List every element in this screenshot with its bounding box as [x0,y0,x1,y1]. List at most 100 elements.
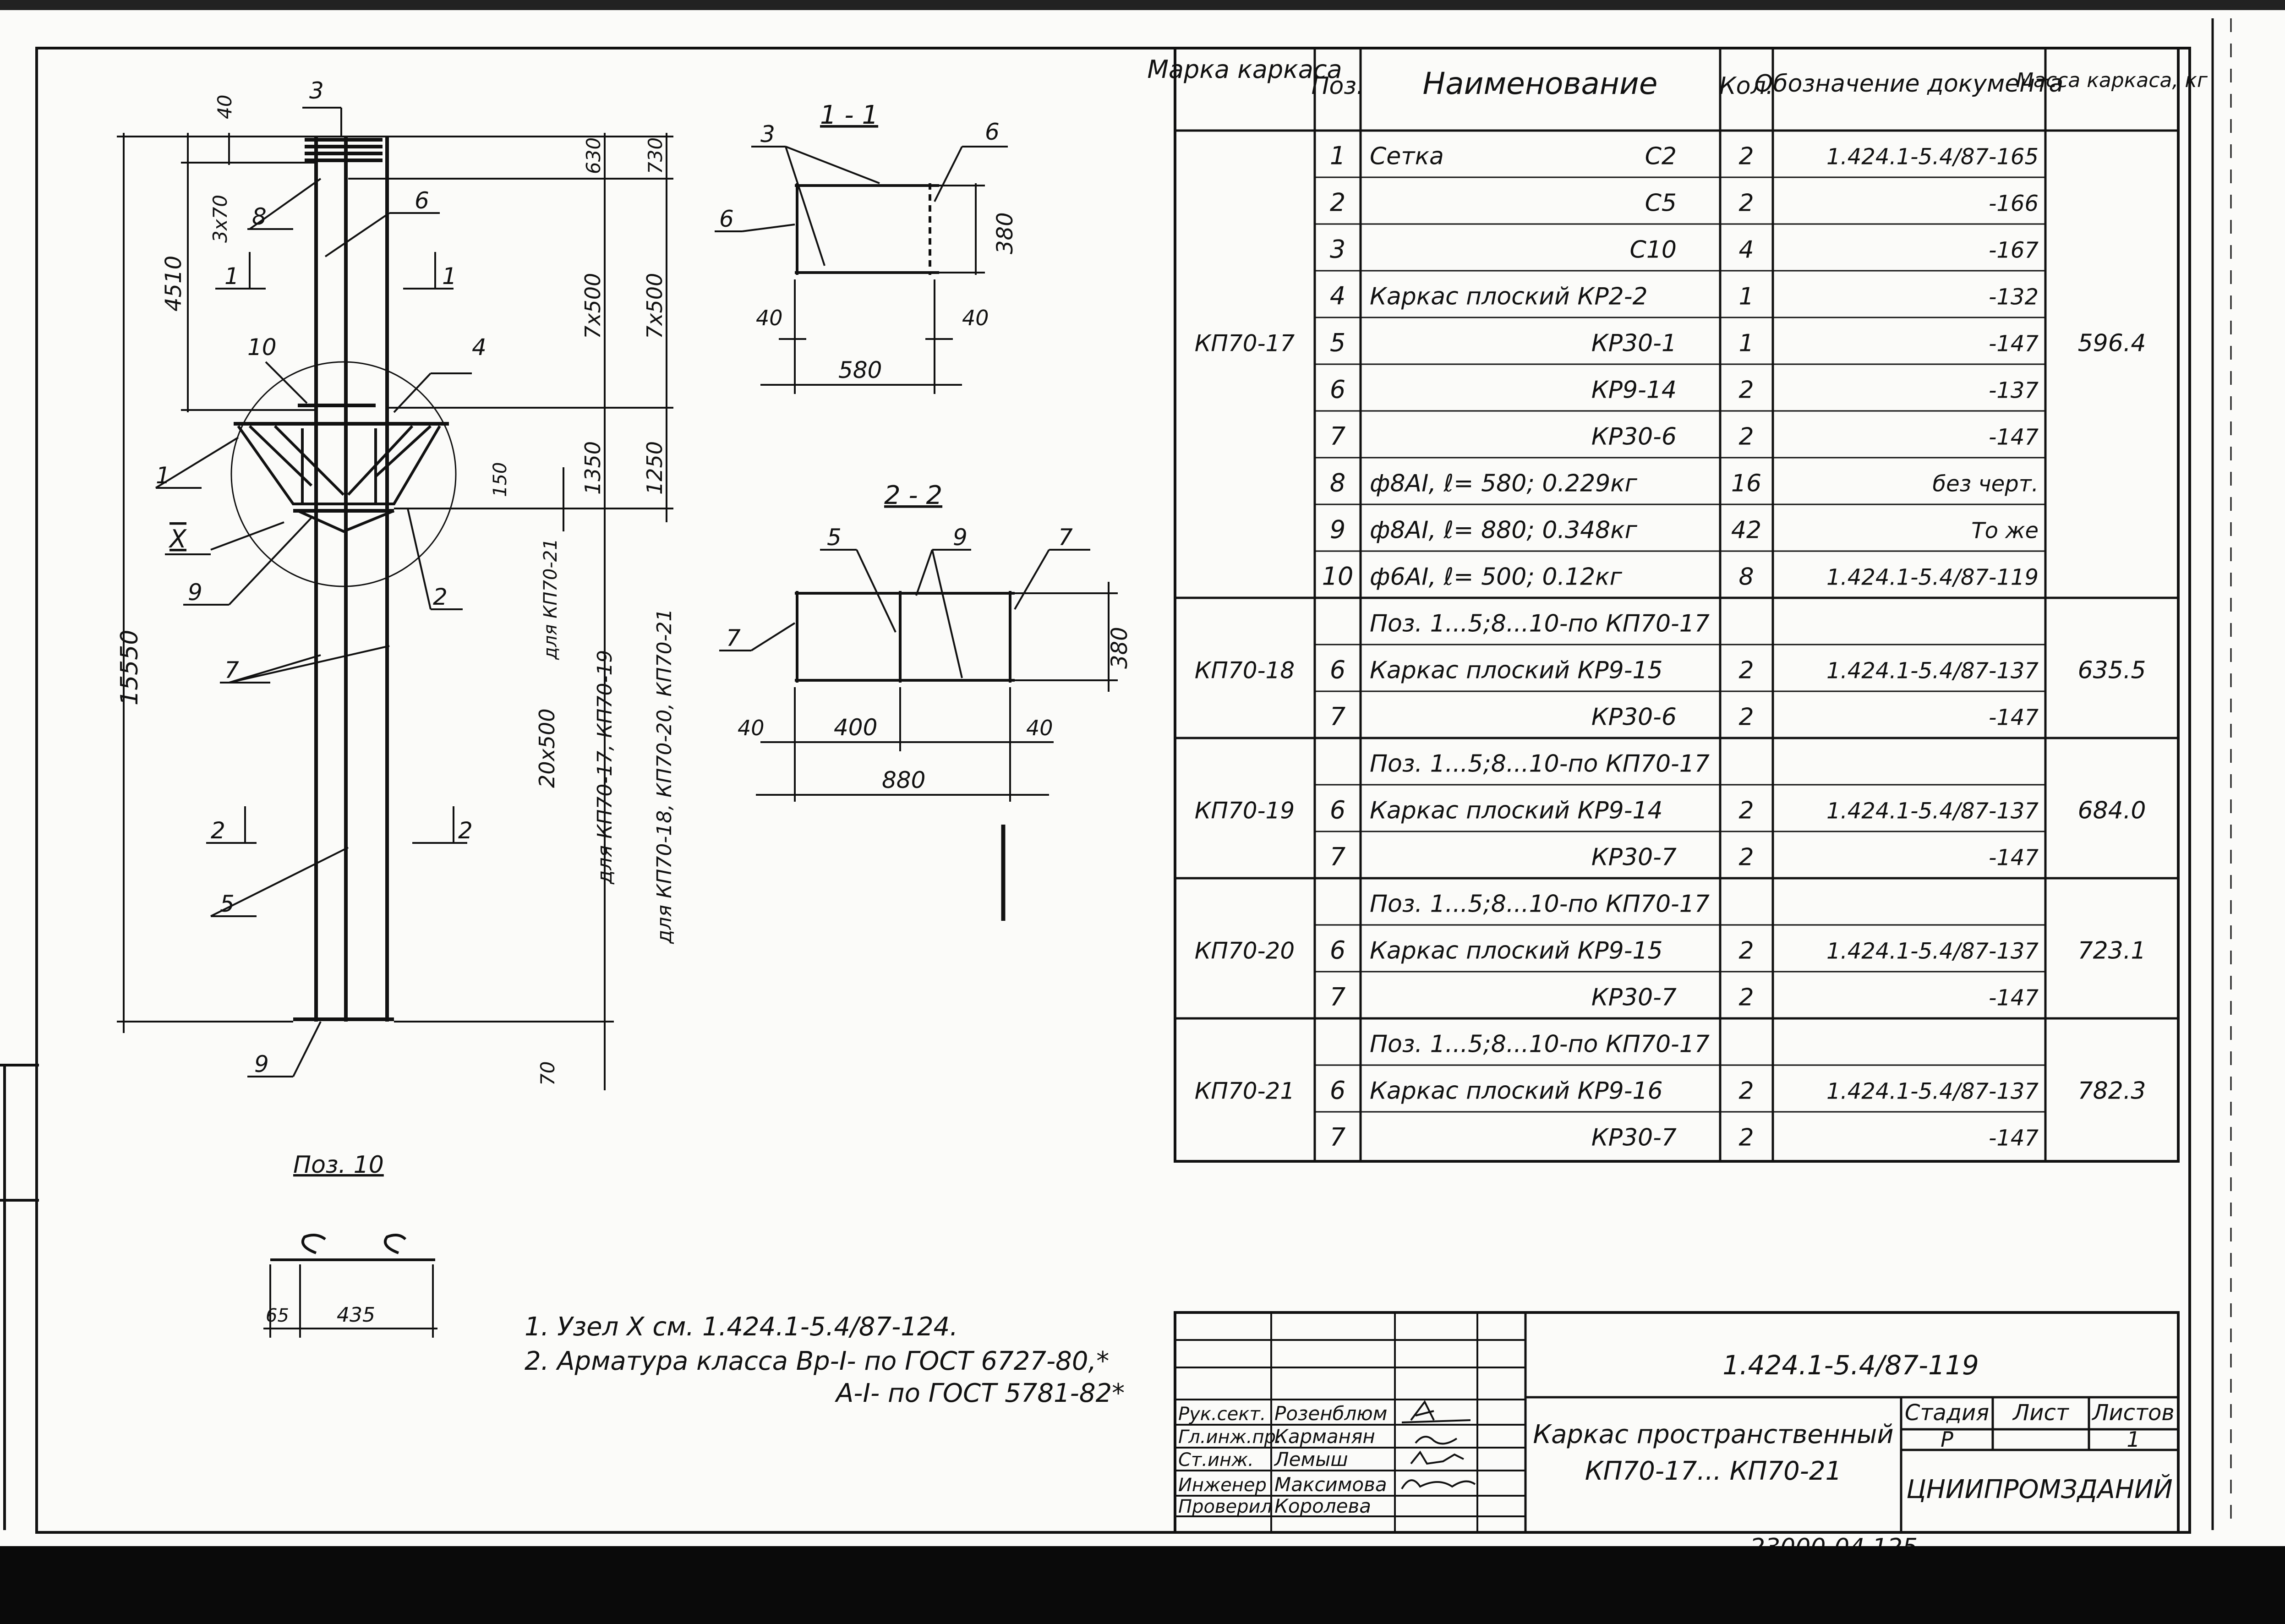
header-mark: Марка каркаса [1147,55,1342,84]
sheets-label: Листов [2091,1400,2174,1426]
pos10-dim-65: 65 [266,1305,289,1326]
note-kp70-17-19: для КП70-17, КП70-19 [593,650,617,885]
cell-qty: 2 [1738,189,1754,217]
callout-4: 4 [472,334,487,361]
signature-role: Ст.инж. [1178,1449,1254,1471]
sec2-callout-9: 9 [953,524,968,551]
cell-name: Каркас плоский КР9-14 [1370,797,1663,824]
cell-sub: КР30-6 [1591,703,1677,731]
frame-elevation-view: 40 3х70 4510 15550 630 7х500 1350 20х500… [116,77,676,1090]
cell-name: ф6АI, ℓ= 500; 0.12кг [1370,563,1623,591]
cell-pos: 6 [1330,375,1345,404]
cell-doc: 1.424.1-5.4/87-137 [1826,938,2039,964]
header-pos: Поз. [1311,72,1364,100]
callout-9-top: 9 [188,579,202,606]
cell-qty: 2 [1738,656,1754,684]
cell-name: Сетка [1370,142,1444,170]
cell-qty: 2 [1738,984,1754,1011]
cell-doc: -137 [1989,377,2039,403]
signature-row: Гл.инж.пр.Карманян [1178,1425,1375,1448]
doc-code: 1.424.1-5.4/87-119 [1722,1350,1979,1381]
callout-node-x: X [168,525,187,553]
cell-pos: 7 [1330,842,1345,871]
cell-doc: 1.424.1-5.4/87-119 [1826,564,2039,590]
cell-qty: 2 [1738,423,1754,450]
cell-sub: КР30-7 [1591,1124,1677,1151]
sec2-callout-5: 5 [827,524,842,551]
sec2-callout-7-right: 7 [1058,524,1073,551]
dim-4510: 4510 [161,256,186,312]
dim-70: 70 [536,1061,559,1086]
sec2-dim-880: 880 [882,767,925,793]
cell-qty: 2 [1738,937,1754,964]
cell-doc: 1.424.1-5.4/87-137 [1826,798,2039,824]
signature-row: Ст.инж. Лемыш [1178,1448,1348,1471]
cell-qty: 2 [1738,797,1754,824]
cell-qty: 4 [1738,236,1754,263]
title-line1: Каркас пространственный [1533,1420,1893,1449]
cell-name: ф8АI, ℓ= 580; 0.229кг [1370,470,1638,497]
cell-qty: 2 [1738,1124,1754,1151]
signature-name: Королева [1274,1495,1371,1517]
note-2-cont: А-I- по ГОСТ 5781-82* [835,1378,1125,1408]
note-kp70-18-20-21: для КП70-18, КП70-20, КП70-21 [653,609,676,944]
signature-role: Проверил [1178,1496,1272,1517]
stage-label: Стадия [1905,1400,1989,1426]
sheet-label: Лист [2012,1400,2070,1426]
cell-pos: 4 [1330,281,1345,310]
frame-border [35,47,2191,1534]
top-scan-edge [0,0,2285,10]
pos10-dim-435: 435 [337,1303,375,1327]
header-mass: Масса каркаса, кг [2016,69,2208,92]
callout-10: 10 [247,334,277,361]
cell-mass: 596.4 [2078,329,2146,357]
cell-sub: С5 [1645,189,1677,217]
cell-doc: -132 [1989,284,2039,310]
signature-role: Гл.инж.пр. [1178,1427,1282,1448]
signature-name: Лемыш [1274,1448,1348,1471]
dim-7x500-b: 7х500 [642,273,667,339]
pos10-title: Поз. 10 [293,1151,384,1179]
cell-mark: КП70-19 [1195,797,1295,824]
sec1-dim-40-left: 40 [756,306,783,330]
cell-doc: -166 [1989,191,2039,216]
sec1-callout-6-left: 6 [719,206,734,232]
cell-qty: 16 [1731,470,1761,497]
dim-1250: 1250 [642,441,667,495]
cell-pos: 5 [1330,328,1345,357]
section-mark-1-right: 1 [442,263,457,290]
cell-mark: КП70-18 [1195,657,1295,684]
cell-pos: 6 [1330,1076,1345,1105]
section-mark-2-right: 2 [458,817,473,844]
section-mark-2-left: 2 [211,817,225,844]
cell-pos: 6 [1330,795,1345,824]
sec1-dim-40-right: 40 [962,306,989,330]
callout-8: 8 [252,203,267,230]
cell-doc: 1.424.1-5.4/87-137 [1826,658,2039,684]
dim-7x500: 7х500 [580,273,605,339]
note-kp70-21: для КП70-21 [540,538,561,660]
header-qty: Кол. [1719,72,1774,100]
sec2-dim-400: 400 [834,714,877,741]
cell-mark: КП70-17 [1195,330,1295,356]
callout-6: 6 [415,187,429,214]
position-10-detail: Поз. 10 65 435 [263,1151,437,1338]
dim-3x70: 3х70 [209,195,231,243]
sec2-dim-40-left: 40 [738,716,765,740]
cell-pos: 6 [1330,935,1345,964]
header-doc: Обозначение документа [1755,70,2064,98]
sec1-dim-380: 380 [992,212,1018,254]
cell-pos: 7 [1330,982,1345,1011]
callout-1: 1 [156,462,170,489]
cell-qty: 2 [1738,142,1754,170]
drawing-notes: 1. Узел X см. 1.424.1-5.4/87-124. 2. Арм… [525,1312,1125,1408]
cell-name: Поз. 1...5;8...10-по КП70-17 [1370,750,1710,777]
